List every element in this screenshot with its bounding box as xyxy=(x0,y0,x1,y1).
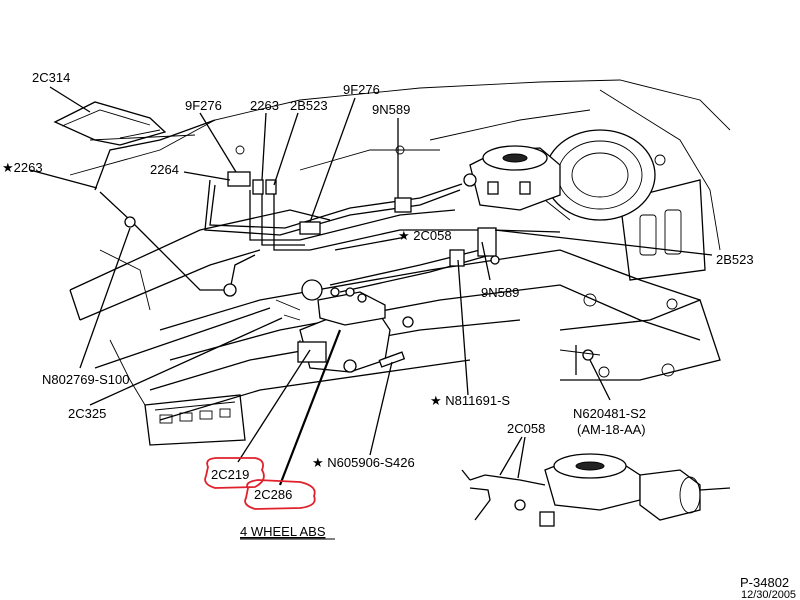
diagram-caption: 4 WHEEL ABS xyxy=(240,524,326,539)
figure-number: P-34802 xyxy=(740,575,789,590)
abs-hydraulic-unit xyxy=(275,279,414,373)
label-2264: 2264 xyxy=(150,162,179,177)
highlight-circle-2c219 xyxy=(204,457,265,489)
label-2263-top: 2263 xyxy=(250,98,279,113)
label-2c314: 2C314 xyxy=(32,70,70,85)
leader-lines xyxy=(29,86,713,486)
label-9n589-top: 9N589 xyxy=(372,102,410,117)
label-9f276-right: 9F276 xyxy=(343,82,380,97)
label-9n589-mid: 9N589 xyxy=(481,285,519,300)
brake-booster xyxy=(544,129,656,221)
label-star-n811691: ★ N811691-S xyxy=(430,393,510,408)
vehicle-frame xyxy=(69,79,731,446)
label-star-2263: ★2263 xyxy=(2,160,43,175)
line-fittings xyxy=(124,171,500,297)
label-9f276-left: 9F276 xyxy=(185,98,222,113)
inset-master-cylinder xyxy=(461,453,731,527)
label-n620481: N620481-S2 xyxy=(573,406,646,421)
figure-date: 12/30/2005 xyxy=(741,589,796,600)
label-star-n605906: ★ N605906-S426 xyxy=(312,455,415,470)
label-am18aa: (AM-18-AA) xyxy=(577,422,646,437)
label-2b523-top: 2B523 xyxy=(290,98,328,113)
label-star-2c058: ★ 2C058 xyxy=(398,228,452,243)
label-2c219: 2C219 xyxy=(211,467,249,482)
master-cylinder xyxy=(463,145,561,211)
bolts xyxy=(378,345,601,375)
label-n802769: N802769-S100 xyxy=(42,372,129,387)
heat-shield-2c314 xyxy=(53,101,196,146)
label-2c058-inset: 2C058 xyxy=(507,421,545,436)
label-2c286: 2C286 xyxy=(254,487,292,502)
highlight-circle-2c286 xyxy=(244,479,316,510)
label-2b523-right: 2B523 xyxy=(716,252,754,267)
label-2c325: 2C325 xyxy=(68,406,106,421)
